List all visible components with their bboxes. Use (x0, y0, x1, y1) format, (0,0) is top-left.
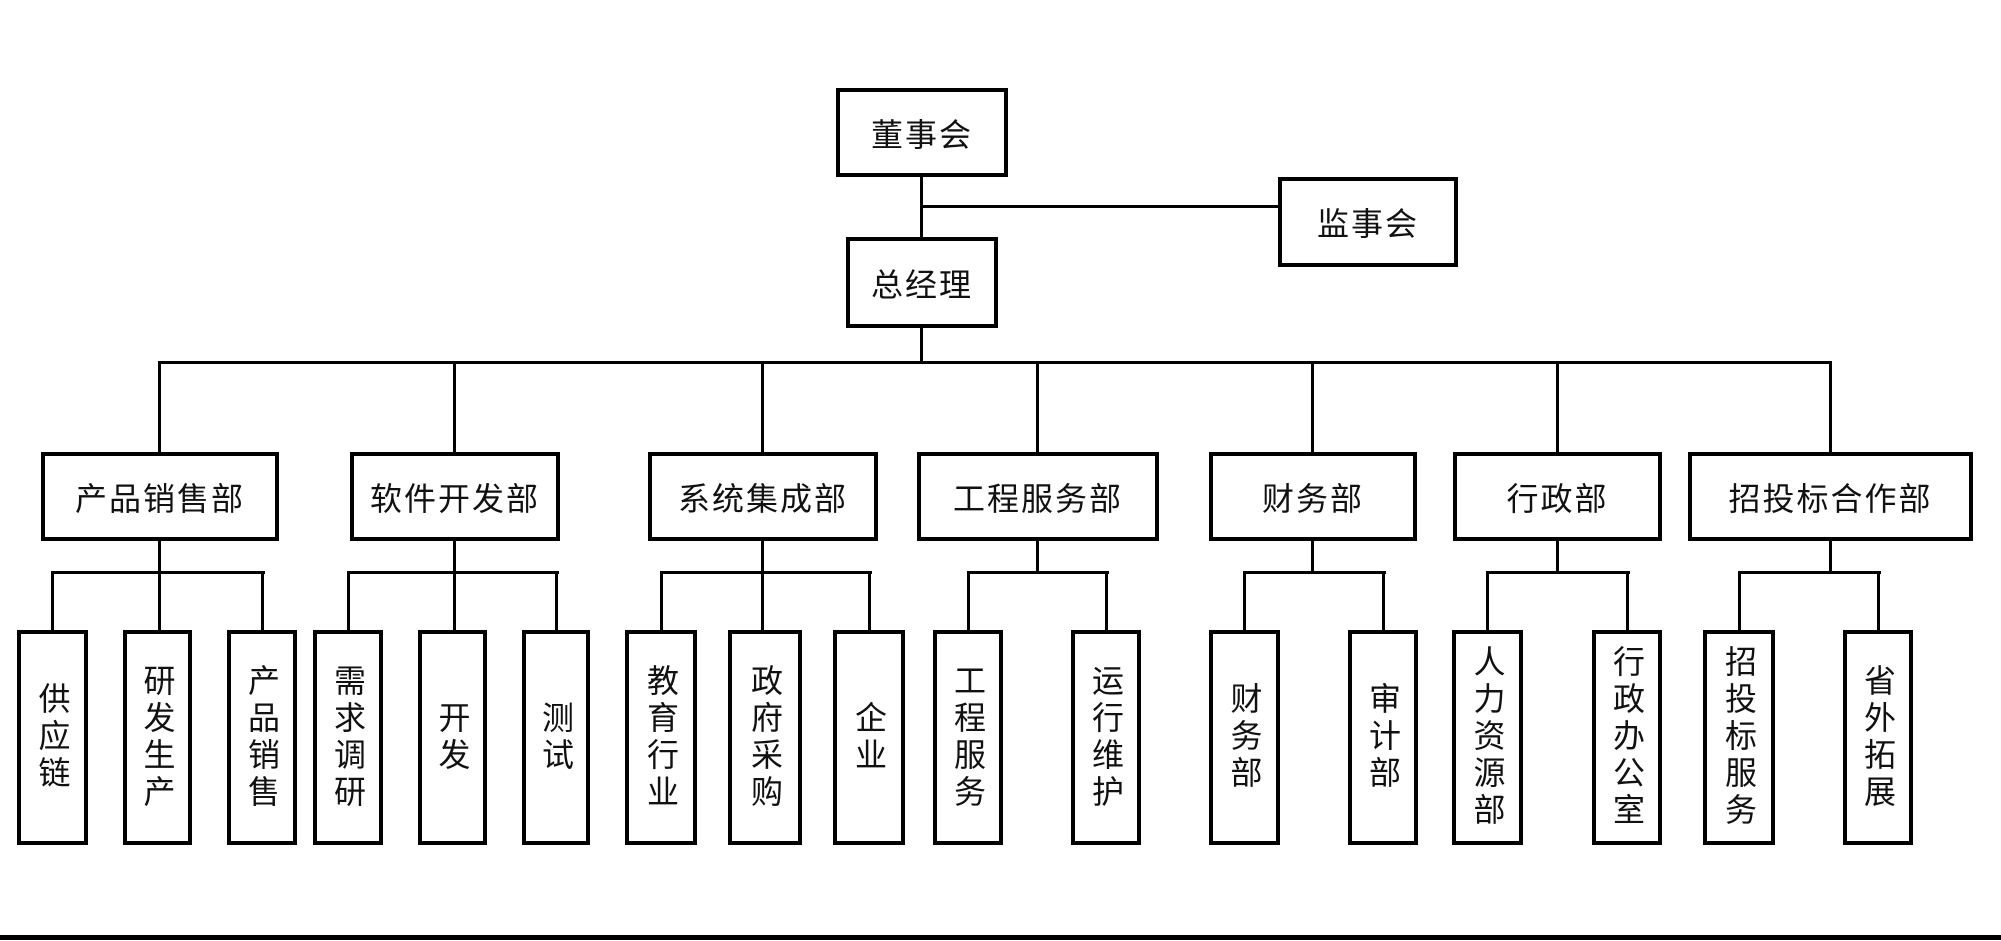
child-label: 企业 (851, 700, 887, 775)
child-label: 人力资源部 (1469, 645, 1506, 830)
bottom-rule (0, 935, 2001, 940)
connector-line (920, 328, 923, 364)
node-child-operation-maintenance: 运行维护 (1071, 630, 1141, 845)
connector-line (1556, 361, 1559, 453)
connector-line (660, 571, 663, 632)
connector-line (1829, 361, 1832, 453)
connector-line (1738, 571, 1741, 632)
connector-line (347, 571, 559, 574)
connector-line (967, 571, 1109, 574)
node-dept-product-sales: 产品销售部 (41, 452, 279, 541)
dept-label: 招投标合作部 (1728, 480, 1933, 517)
child-label: 需求调研 (330, 663, 366, 812)
node-dept-engineering-services: 工程服务部 (917, 452, 1159, 541)
node-board-label: 董事会 (870, 116, 973, 153)
connector-line (1486, 571, 1630, 574)
node-supervisory-label: 监事会 (1316, 206, 1419, 242)
connector-line (1243, 571, 1386, 574)
node-child-audit-dept: 审计部 (1348, 630, 1418, 845)
node-general-manager-label: 总经理 (870, 266, 973, 303)
connector-line (261, 571, 264, 632)
dept-label: 产品销售部 (74, 480, 245, 517)
child-label: 教育行业 (643, 663, 679, 812)
connector-line (1877, 571, 1880, 632)
node-board: 董事会 (836, 88, 1008, 177)
connector-line (1486, 571, 1489, 632)
connector-line (1036, 540, 1039, 574)
connector-line (1738, 571, 1881, 574)
child-label: 测试 (538, 700, 574, 775)
child-label: 运行维护 (1088, 663, 1124, 812)
connector-line (761, 361, 764, 453)
dept-label: 系统集成部 (677, 480, 848, 517)
child-label: 研发生产 (139, 663, 176, 812)
node-child-rd-production: 研发生产 (123, 630, 192, 845)
child-label: 财务部 (1226, 682, 1263, 793)
connector-line (1243, 571, 1246, 632)
connector-line (1556, 540, 1559, 574)
connector-line (453, 540, 456, 632)
dept-label: 财务部 (1261, 480, 1364, 517)
dept-label: 行政部 (1506, 480, 1609, 517)
child-label: 政府采购 (747, 663, 783, 812)
connector-line (1626, 571, 1629, 632)
node-child-development: 开发 (418, 630, 487, 845)
connector-line (158, 540, 161, 632)
connector-line (1311, 361, 1314, 453)
connector-line (1036, 361, 1039, 453)
node-dept-finance: 财务部 (1209, 452, 1417, 541)
node-child-enterprise: 企业 (833, 630, 905, 845)
dept-label: 软件开发部 (369, 480, 540, 517)
connector-line (158, 361, 161, 453)
child-label: 行政办公室 (1609, 645, 1645, 830)
connector-line (51, 571, 265, 574)
connector-line (868, 571, 871, 632)
connector-line (1829, 540, 1832, 574)
node-child-supply-chain: 供应链 (17, 630, 88, 845)
node-child-education-industry: 教育行业 (625, 630, 697, 845)
connector-line (1105, 571, 1108, 632)
connector-line (158, 361, 1832, 364)
node-child-product-sales: 产品销售 (227, 630, 297, 845)
connector-line (347, 571, 350, 632)
node-dept-bidding-cooperation: 招投标合作部 (1688, 452, 1973, 541)
node-child-bidding-service: 招投标服务 (1703, 630, 1775, 845)
connector-line (1382, 571, 1385, 632)
connector-line (453, 361, 456, 453)
child-label: 开发 (434, 700, 471, 775)
connector-line (761, 540, 764, 632)
child-label: 工程服务 (950, 663, 986, 812)
connector-line (921, 205, 1281, 208)
child-label: 审计部 (1365, 682, 1401, 793)
node-child-finance-dept: 财务部 (1209, 630, 1280, 845)
node-child-hr-dept: 人力资源部 (1452, 630, 1523, 845)
connector-line (1311, 540, 1314, 574)
connector-line (51, 571, 54, 632)
node-dept-software-dev: 软件开发部 (350, 452, 560, 541)
node-child-requirements-research: 需求调研 (313, 630, 383, 845)
child-label: 省外拓展 (1860, 663, 1896, 812)
node-child-testing: 测试 (522, 630, 590, 845)
node-child-out-of-province-expansion: 省外拓展 (1843, 630, 1913, 845)
node-child-engineering-service: 工程服务 (933, 630, 1003, 845)
node-child-admin-office: 行政办公室 (1592, 630, 1662, 845)
child-label: 供应链 (34, 682, 71, 793)
dept-label: 工程服务部 (952, 480, 1123, 517)
child-label: 产品销售 (244, 663, 280, 812)
connector-line (967, 571, 970, 632)
connector-line (555, 571, 558, 632)
child-label: 招投标服务 (1721, 645, 1757, 830)
node-dept-system-integration: 系统集成部 (648, 452, 878, 541)
connector-line (660, 571, 872, 574)
node-child-government-procurement: 政府采购 (728, 630, 802, 845)
node-supervisory: 监事会 (1278, 177, 1458, 267)
node-dept-administration: 行政部 (1453, 452, 1662, 541)
node-general-manager: 总经理 (846, 237, 998, 328)
